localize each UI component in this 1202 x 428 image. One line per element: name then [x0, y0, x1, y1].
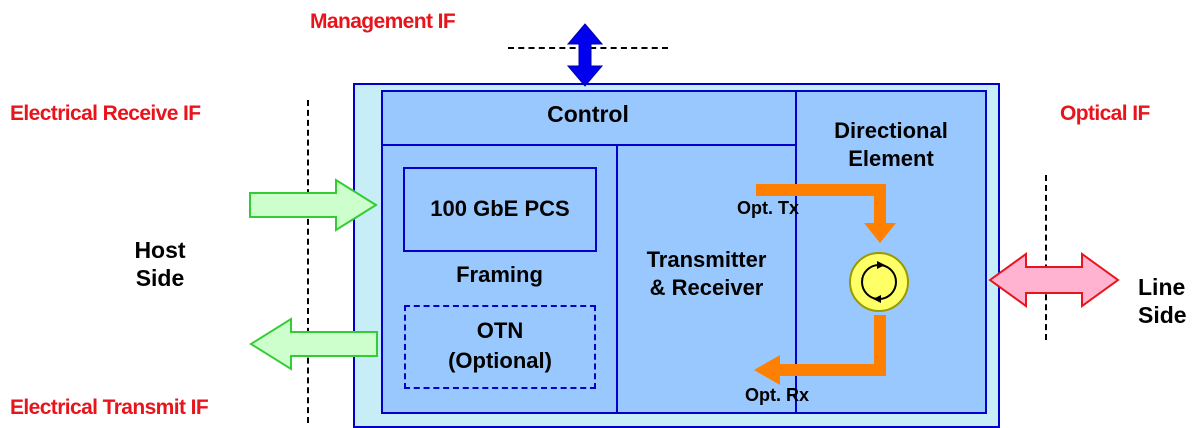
line-side-label: Line Side — [1138, 274, 1187, 328]
line-arrow-icon — [988, 252, 1120, 308]
electrical-transmit-if-label: Electrical Transmit IF — [10, 396, 209, 419]
otn-label: OTN (Optional) — [448, 318, 552, 373]
otn-box — [404, 305, 596, 389]
optical-if-label: Optical IF — [1060, 102, 1150, 125]
control-label: Control — [547, 101, 629, 127]
control-block — [381, 90, 797, 146]
pcs-box — [403, 167, 597, 252]
transmit-arrow-icon — [249, 317, 378, 371]
electrical-receive-if-label: Electrical Receive IF — [10, 102, 201, 125]
directional-element-block — [795, 90, 987, 414]
opt-tx-label: Opt. Tx — [737, 198, 799, 218]
management-if-label: Management IF — [310, 10, 456, 33]
line-dashed-line — [1045, 175, 1047, 340]
pcs-label: 100 GbE PCS — [430, 196, 570, 221]
host-dashed-line — [307, 100, 309, 423]
framing-label: Framing — [456, 262, 543, 287]
optical-path-icon — [754, 184, 896, 385]
framing-block — [381, 144, 618, 414]
transceiver-label: Transmitter & Receiver — [646, 247, 767, 300]
receive-arrow-icon — [249, 178, 378, 232]
circulator-icon — [849, 252, 909, 312]
directional-element-label: Directional Element — [834, 118, 948, 171]
management-arrow-icon — [566, 23, 604, 87]
host-side-label: Host Side — [134, 237, 186, 291]
opt-rx-label: Opt. Rx — [745, 385, 810, 405]
